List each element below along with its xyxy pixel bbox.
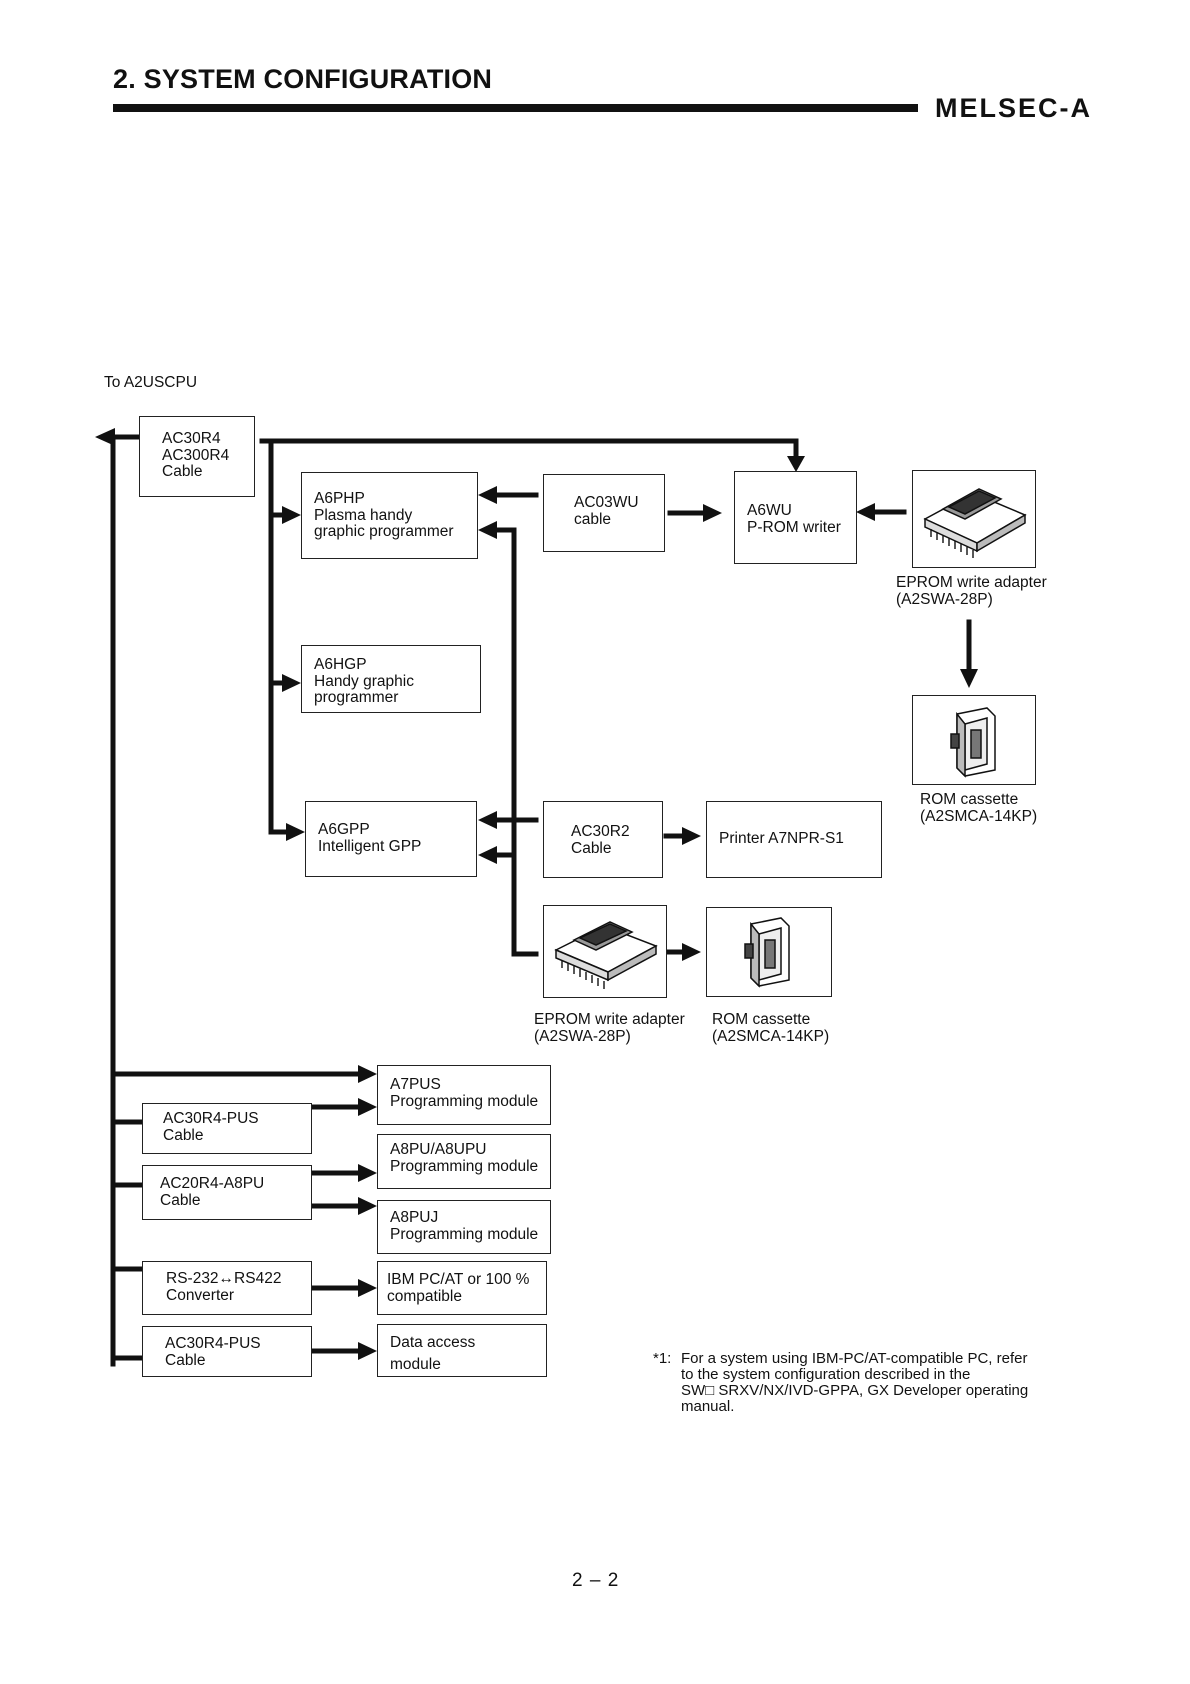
box-label: A6WU P-ROM writer [747,502,841,536]
caption-eprom-adapter-top: EPROM write adapter (A2SWA-28P) [896,574,1047,608]
box-label: AC30R4-PUS Cable [163,1110,259,1144]
section-title: 2. SYSTEM CONFIGURATION [113,64,493,94]
box-label: AC03WU cable [574,494,639,528]
eprom-adapter-top [912,470,1036,568]
eprom-adapter-icon [923,488,1027,558]
box-printer: Printer A7NPR-S1 [706,801,882,878]
footnote-mark: *1: [653,1350,672,1367]
box-label: A6PHP Plasma handy graphic programmer [314,490,454,540]
box-label: A8PUJ Programming module [390,1209,539,1243]
caption-eprom-adapter-bottom: EPROM write adapter (A2SWA-28P) [534,1011,685,1045]
box-ac20r4-a8pu: AC20R4-A8PU Cable [142,1165,312,1220]
box-label: A6GPP Intelligent GPP [318,821,422,855]
header-rule [113,104,918,112]
box-label: A6HGP Handy graphic programmer [314,656,414,706]
box-label: AC30R4-PUS Cable [165,1335,261,1369]
box-label: AC30R2 Cable [571,823,630,857]
box-label: IBM PC/AT or 100 % compatible [387,1271,530,1305]
box-ac30r2: AC30R2 Cable [543,801,663,878]
box-a8puj: A8PUJ Programming module [377,1200,551,1254]
rom-cassette-bottom [706,907,832,997]
box-label: A8PU/A8UPU Programming module [390,1141,539,1175]
box-a6php: A6PHP Plasma handy graphic programmer [301,472,478,559]
box-ac30r4-pus: AC30R4-PUS Cable [142,1103,312,1154]
box-ac03wu: AC03WU cable [543,474,665,552]
page-number: 2 – 2 [572,1570,620,1591]
box-ibm-pc: IBM PC/AT or 100 % compatible [377,1261,547,1315]
box-label: AC20R4-A8PU Cable [160,1175,265,1209]
rom-cassette-icon [744,917,790,988]
box-a6wu: A6WU P-ROM writer [734,471,857,564]
box-ac30r4-cable: AC30R4 AC300R4 Cable [139,416,255,497]
box-label: AC30R4 AC300R4 Cable [162,430,230,480]
start-label: To A2USCPU [104,374,198,391]
box-label: Printer A7NPR-S1 [719,830,844,847]
box-a7pus: A7PUS Programming module [377,1065,551,1125]
eprom-adapter-bottom [543,905,667,998]
rom-cassette-top [912,695,1036,785]
box-a8pu: A8PU/A8UPU Programming module [377,1134,551,1189]
eprom-adapter-icon [554,921,658,989]
brand-label: MELSEC-A [935,93,1092,123]
box-data-access: Data access module [377,1324,547,1377]
box-ac30r4-pus-2: AC30R4-PUS Cable [142,1326,312,1377]
box-rs232-converter: RS-232↔RS422 Converter [142,1261,312,1315]
box-label: A7PUS Programming module [390,1076,539,1110]
box-label: RS-232↔RS422 Converter [166,1270,282,1304]
box-a6gpp: A6GPP Intelligent GPP [305,801,477,877]
arrow-icon [95,428,978,1360]
rom-cassette-icon [950,707,996,778]
box-a6hgp: A6HGP Handy graphic programmer [301,645,481,713]
box-label: Data access module [390,1334,476,1373]
footnote-text: For a system using IBM-PC/AT-compatible … [681,1350,1029,1415]
caption-rom-cassette-top: ROM cassette (A2SMCA-14KP) [920,791,1038,825]
caption-rom-cassette-bottom: ROM cassette (A2SMCA-14KP) [712,1011,830,1045]
